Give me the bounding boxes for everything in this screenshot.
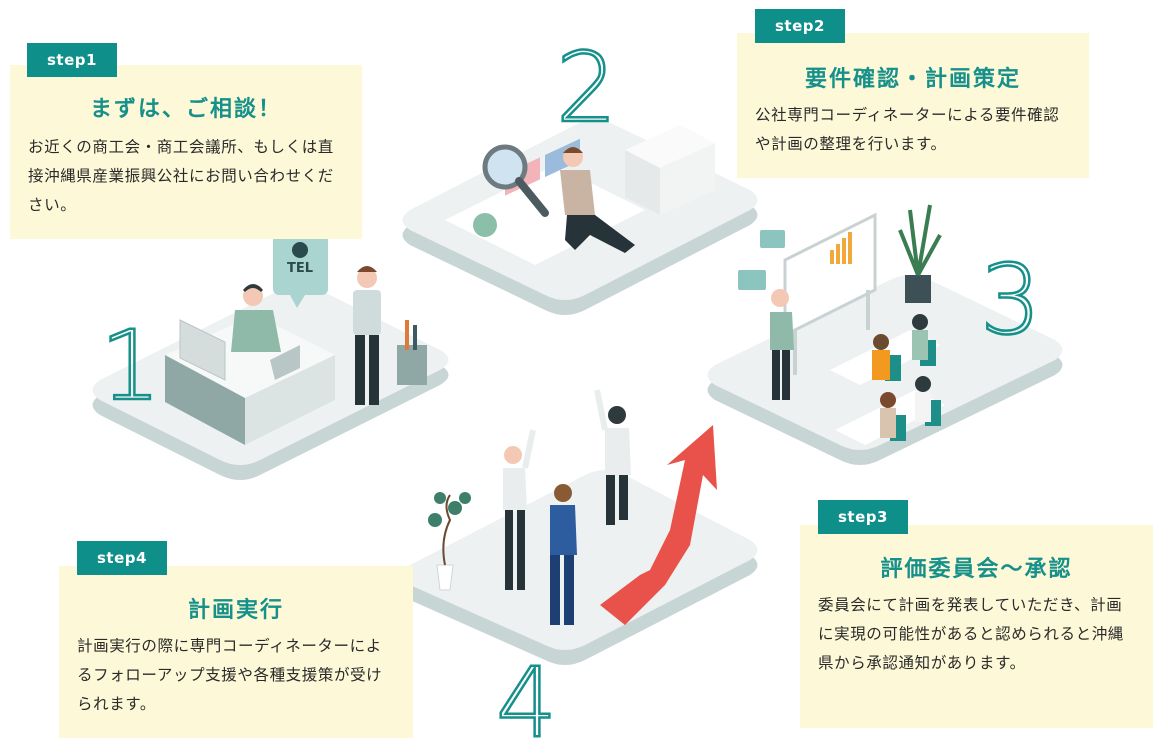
- step3-card: step3 評価委員会〜承認 委員会にて計画を発表していただき、計画に実現の可能…: [800, 500, 1153, 728]
- step3-number: 3: [979, 244, 1043, 356]
- step2-card: step2 要件確認・計画策定 公社専門コーディネーターによる要件確認や計画の整…: [737, 9, 1089, 178]
- step1-body: お近くの商工会・商工会議所、もしくは直接沖縄県産業振興公社にお問い合わせください…: [28, 138, 334, 214]
- step2-illustration: [402, 120, 758, 315]
- step2-body: 公社専門コーディネーターによる要件確認や計画の整理を行います。: [755, 106, 1060, 153]
- step1-number: 1: [99, 310, 163, 422]
- tel-label: TEL: [287, 261, 313, 276]
- step4-illustration: [402, 389, 758, 665]
- step3-tag: step3: [818, 500, 908, 534]
- step2-title: 要件確認・計画策定: [804, 67, 1021, 92]
- step4-card: step4 計画実行 計画実行の際に専門コーディネーターによるフォローアップ支援…: [59, 541, 413, 738]
- step1-tag: step1: [27, 43, 117, 77]
- step1-title: まずは、ご相談！: [89, 97, 282, 122]
- step3-body: 委員会にて計画を発表していただき、計画に実現の可能性があると認められると沖縄県か…: [818, 596, 1124, 672]
- step2-tag: step2: [755, 9, 845, 43]
- step3-title: 評価委員会〜承認: [880, 557, 1073, 582]
- step4-number: 4: [495, 647, 559, 754]
- step3-illustration: [707, 204, 1063, 465]
- step1-illustration: TEL: [92, 230, 449, 480]
- step4-body: 計画実行の際に専門コーディネーターによるフォローアップ支援や各種支援策が受けられ…: [77, 637, 383, 713]
- step1-card: step1 まずは、ご相談！ お近くの商工会・商工会議所、もしくは直接沖縄県産業…: [10, 43, 362, 239]
- step2-number: 2: [555, 32, 619, 144]
- step4-title: 計画実行: [187, 598, 284, 623]
- step4-tag: step4: [77, 541, 167, 575]
